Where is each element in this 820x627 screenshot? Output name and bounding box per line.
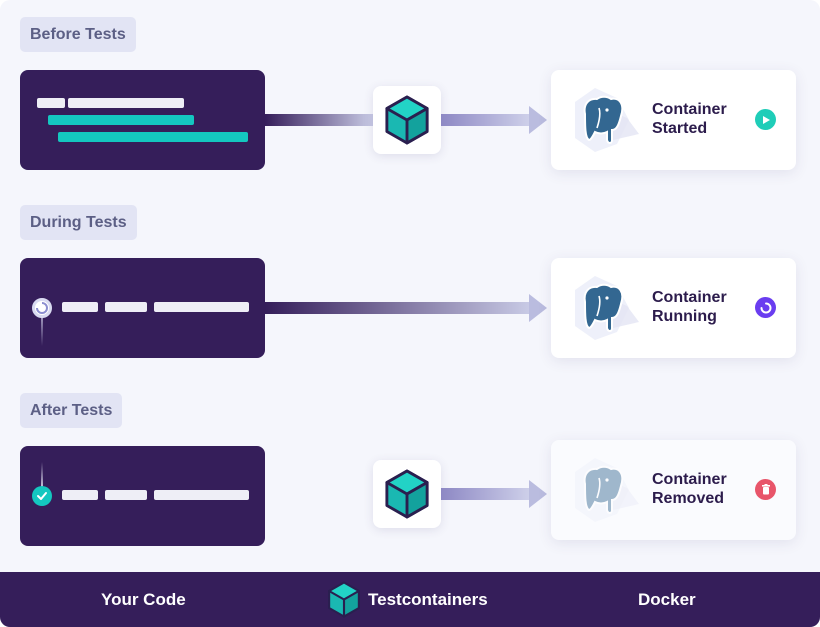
code-line — [62, 302, 98, 312]
footer-label-testcontainers: Testcontainers — [368, 590, 488, 609]
container-status-text: Container Running — [652, 289, 727, 325]
code-line — [154, 302, 249, 312]
testcontainers-cube-icon — [384, 469, 430, 519]
test-timeline — [41, 302, 43, 346]
code-card-during-tests — [20, 258, 265, 358]
testcontainers-node-after — [373, 460, 441, 528]
docker-card-container-removed: Container Removed — [551, 440, 796, 540]
footer-label-docker: Docker — [638, 590, 696, 609]
postgresql-elephant-icon — [569, 272, 641, 344]
container-status-text: Container Removed — [652, 471, 727, 507]
testcontainers-cube-icon — [384, 95, 430, 145]
code-card-after-tests — [20, 446, 265, 546]
spinner-icon — [36, 302, 48, 314]
connector-code-to-docker — [265, 302, 531, 314]
connector-code-to-testcontainers — [265, 114, 373, 126]
connector-testcontainers-to-docker — [441, 114, 531, 126]
testcontainers-node-before — [373, 86, 441, 154]
connector-testcontainers-to-docker — [441, 488, 531, 500]
check-icon — [32, 486, 52, 506]
code-card-before-tests — [20, 70, 265, 170]
code-line — [154, 490, 249, 500]
play-icon — [755, 109, 776, 130]
arrow-head-icon — [529, 106, 547, 134]
arrow-head-icon — [529, 294, 547, 322]
code-line — [105, 490, 147, 500]
docker-card-container-started: Container Started — [551, 70, 796, 170]
testcontainers-cube-icon — [327, 581, 361, 618]
code-line-highlight — [48, 115, 194, 125]
container-status-text: Container Started — [652, 101, 727, 137]
code-line-highlight — [58, 132, 248, 142]
stage-label-during-tests: During Tests — [20, 205, 137, 240]
footer-label-your-code: Your Code — [101, 590, 186, 609]
postgresql-elephant-icon — [569, 84, 641, 156]
trash-icon — [755, 479, 776, 500]
stage-label-before-tests: Before Tests — [20, 17, 136, 52]
spinner-icon — [755, 297, 776, 318]
stage-label-after-tests: After Tests — [20, 393, 123, 428]
test-progress-dot — [32, 298, 52, 318]
footer-legend: Your Code Testcontainers Docker — [0, 572, 820, 627]
code-line — [37, 98, 65, 108]
postgresql-elephant-icon — [569, 454, 641, 526]
code-line — [105, 302, 147, 312]
test-timeline — [41, 462, 43, 492]
code-line — [62, 490, 98, 500]
docker-card-container-running: Container Running — [551, 258, 796, 358]
arrow-head-icon — [529, 480, 547, 508]
code-line — [68, 98, 184, 108]
